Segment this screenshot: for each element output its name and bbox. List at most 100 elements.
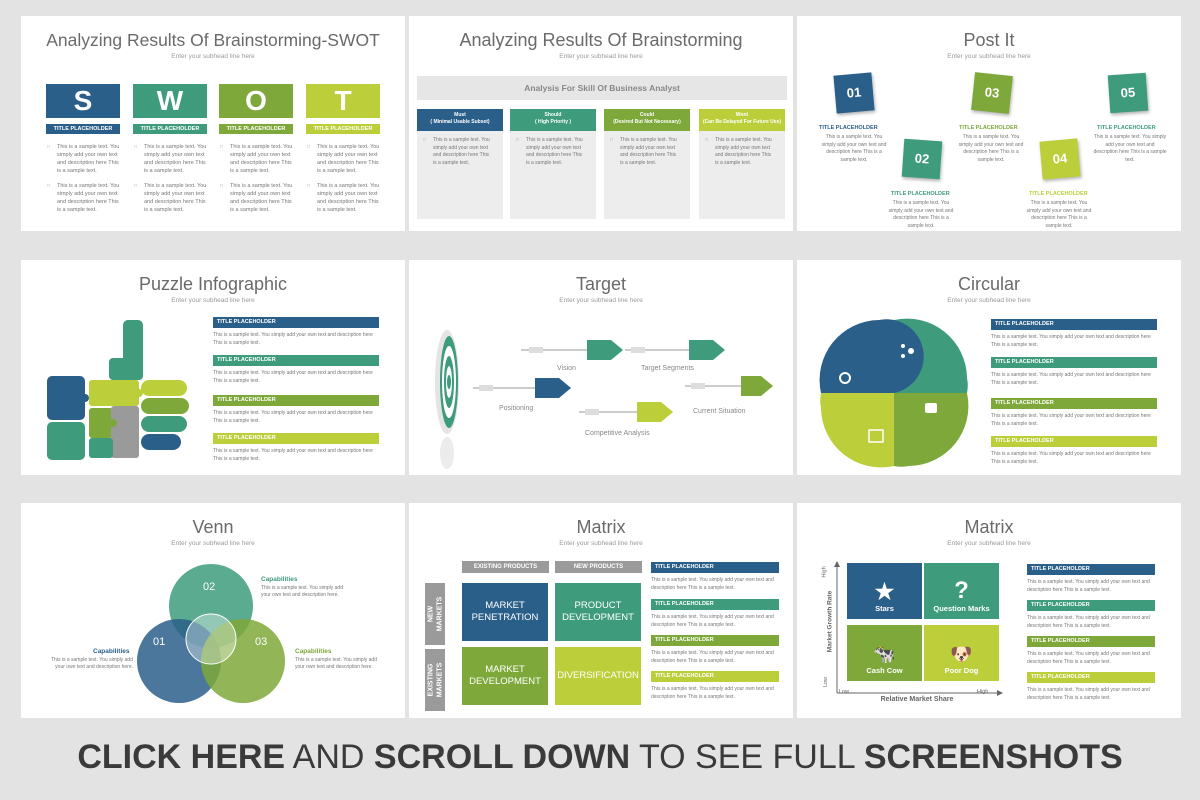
quadrant-label: Cash Cow <box>866 666 903 675</box>
y-axis-low: Low <box>823 676 830 688</box>
bcg-text-1: This is a sample text. You simply add yo… <box>1027 579 1150 593</box>
col-head: Wont <box>735 112 749 118</box>
note-text: This is a sample text. You simply add yo… <box>958 134 1024 163</box>
bcg-text-2: This is a sample text. You simply add yo… <box>1027 615 1150 629</box>
venn-number-02: 02 <box>203 581 216 593</box>
slide-title: Target <box>575 274 627 294</box>
slide-matrix-bcg[interactable]: Matrix Enter your subhead line here Mark… <box>797 503 1181 718</box>
slide-subtitle: Enter your subhead line here <box>947 540 1031 547</box>
slide-brainstorming[interactable]: Analyzing Results Of Brainstorming Enter… <box>409 16 793 231</box>
dartboard-icon <box>435 330 459 469</box>
puzzle-text-2: This is a sample text. You simply add yo… <box>213 370 373 384</box>
slide-target[interactable]: Target Enter your subhead line here Visi… <box>409 260 793 475</box>
swot-placeholder-w: TITLE PLACEHOLDER <box>133 124 207 134</box>
slide-venn[interactable]: Venn Enter your subhead line here 02 01 … <box>21 503 405 718</box>
cow-icon: 🐄 <box>873 644 896 664</box>
swot-text: This is a sample text. You simply add yo… <box>307 182 383 214</box>
slide-swot[interactable]: Analyzing Results Of Brainstorming-SWOT … <box>21 16 405 231</box>
slide-subtitle: Enter your subhead line here <box>947 297 1031 304</box>
bcg-bar-1: TITLE PLACEHOLDER <box>1027 564 1155 575</box>
star-icon: ★ <box>874 579 895 604</box>
bcg-bar-3: TITLE PLACEHOLDER <box>1027 636 1155 647</box>
venn-diagram <box>137 564 285 703</box>
circular-text-3: This is a sample text. You simply add yo… <box>991 413 1151 427</box>
note-title: TITLE PLACEHOLDER <box>1029 191 1088 197</box>
note-text: This is a sample text. You simply add yo… <box>821 134 887 163</box>
slide-title: Matrix <box>964 517 1014 537</box>
moscow-col-must: Must ( Minimal Usable Subset) This is a … <box>417 109 503 219</box>
swot-letter-s: S <box>46 84 120 118</box>
cta-click-here[interactable]: CLICK HERE <box>77 738 286 776</box>
dog-icon: 🐶 <box>950 644 973 664</box>
swot-text: This is a sample text. You simply add yo… <box>47 143 123 175</box>
slide-title: Circular <box>957 274 1020 294</box>
question-mark-icon: ? <box>954 577 969 604</box>
slide-post-it[interactable]: Post It Enter your subhead line here 01 … <box>797 16 1181 231</box>
bcg-axes <box>834 561 1003 696</box>
venn-cap-text-left: This is a sample text. You simply add yo… <box>51 657 133 670</box>
col-head-new: NEW PRODUCTS <box>555 561 642 573</box>
sticky-note-01: 01 <box>833 72 875 114</box>
venn-cap-text-top: This is a sample text. You simply add yo… <box>261 585 343 598</box>
slide-circular[interactable]: Circular Enter your subhead line here TI… <box>797 260 1181 475</box>
bcg-text-4: This is a sample text. You simply add yo… <box>1027 687 1150 701</box>
ansoff-text-2: This is a sample text. You simply add yo… <box>651 614 774 628</box>
quadrant-question-marks: ? Question Marks <box>924 563 999 619</box>
slide-matrix-ansoff[interactable]: Matrix Enter your subhead line here EXIS… <box>409 503 793 718</box>
cell-market-development: MARKET DEVELOPMENT <box>462 647 548 705</box>
slide-title: Puzzle Infographic <box>138 274 288 294</box>
bcg-text-3: This is a sample text. You simply add yo… <box>1027 651 1150 665</box>
swot-placeholder-t: TITLE PLACEHOLDER <box>306 124 380 134</box>
venn-cap-label-top: Capabilities <box>261 576 298 583</box>
circular-bar-4: TITLE PLACEHOLDER <box>991 436 1157 447</box>
puzzle-text-1: This is a sample text. You simply add yo… <box>213 332 373 346</box>
slide-title: Analyzing Results Of Brainstorming-SWOT <box>46 30 380 50</box>
col-text: This is a sample text. You simply add yo… <box>516 137 586 167</box>
target-label-positioning: Positioning <box>499 405 534 412</box>
cell-product-development: PRODUCT DEVELOPMENT <box>555 583 641 641</box>
col-text: This is a sample text. You simply add yo… <box>423 137 493 167</box>
bcg-bar-2: TITLE PLACEHOLDER <box>1027 600 1155 611</box>
slide-subtitle: Enter your subhead line here <box>947 53 1031 60</box>
slide-subtitle: Enter your subhead line here <box>559 540 643 547</box>
x-axis-high: High <box>977 689 989 695</box>
quadrant-poor-dog: 🐶 Poor Dog <box>924 625 999 681</box>
ansoff-bar-3: TITLE PLACEHOLDER <box>651 635 779 646</box>
x-axis-label: Relative Market Share <box>880 696 954 703</box>
slide-puzzle[interactable]: Puzzle Infographic Enter your subhead li… <box>21 260 405 475</box>
quadrant-stars: ★ Stars <box>847 563 922 619</box>
sticky-note-05: 05 <box>1107 72 1149 114</box>
swot-text: This is a sample text. You simply add yo… <box>134 143 210 175</box>
col-sub: (Desired But Not Necessary) <box>613 119 681 125</box>
slide-title: Venn <box>192 517 234 537</box>
sticky-note-02: 02 <box>901 138 943 180</box>
cta-banner[interactable]: CLICK HERE AND SCROLL DOWN TO SEE FULL S… <box>0 738 1200 777</box>
col-sub: ( Minimal Usable Subset) <box>430 119 490 125</box>
note-text: This is a sample text. You simply add yo… <box>888 200 954 229</box>
slide-subtitle: Enter your subhead line here <box>559 53 643 60</box>
swot-text: This is a sample text. You simply add yo… <box>220 182 296 214</box>
quadrant-label: Stars <box>875 604 894 613</box>
slide-subtitle: Enter your subhead line here <box>171 53 255 60</box>
circular-text-4: This is a sample text. You simply add yo… <box>991 451 1151 465</box>
ansoff-bar-1: TITLE PLACEHOLDER <box>651 562 779 573</box>
sticky-note-04: 04 <box>1039 138 1081 180</box>
swot-letter-t: T <box>306 84 380 118</box>
moscow-col-wont: Wont (Can Be Delayed For Future Use) Thi… <box>699 109 785 219</box>
row-head-existing-markets: EXISTING MARKETS <box>425 649 445 711</box>
swot-text: This is a sample text. You simply add yo… <box>134 182 210 214</box>
venn-cap-text-right: This is a sample text. You simply add yo… <box>295 657 377 670</box>
moscow-col-could: Could (Desired But Not Necessary) This i… <box>604 109 690 219</box>
venn-number-03: 03 <box>255 636 268 648</box>
puzzle-bar-4: TITLE PLACEHOLDER <box>213 433 379 444</box>
circular-text-2: This is a sample text. You simply add yo… <box>991 372 1151 386</box>
swot-letter-o: O <box>219 84 293 118</box>
swot-text: This is a sample text. You simply add yo… <box>220 143 296 175</box>
note-title: TITLE PLACEHOLDER <box>819 125 878 131</box>
slide-title: Matrix <box>576 517 626 537</box>
target-label-current: Current Situation <box>693 408 746 415</box>
col-text: This is a sample text. You simply add yo… <box>705 137 775 167</box>
cta-scroll-down: SCROLL DOWN <box>373 738 631 776</box>
slide-title: Post It <box>963 30 1015 50</box>
target-label-vision: Vision <box>557 365 576 372</box>
